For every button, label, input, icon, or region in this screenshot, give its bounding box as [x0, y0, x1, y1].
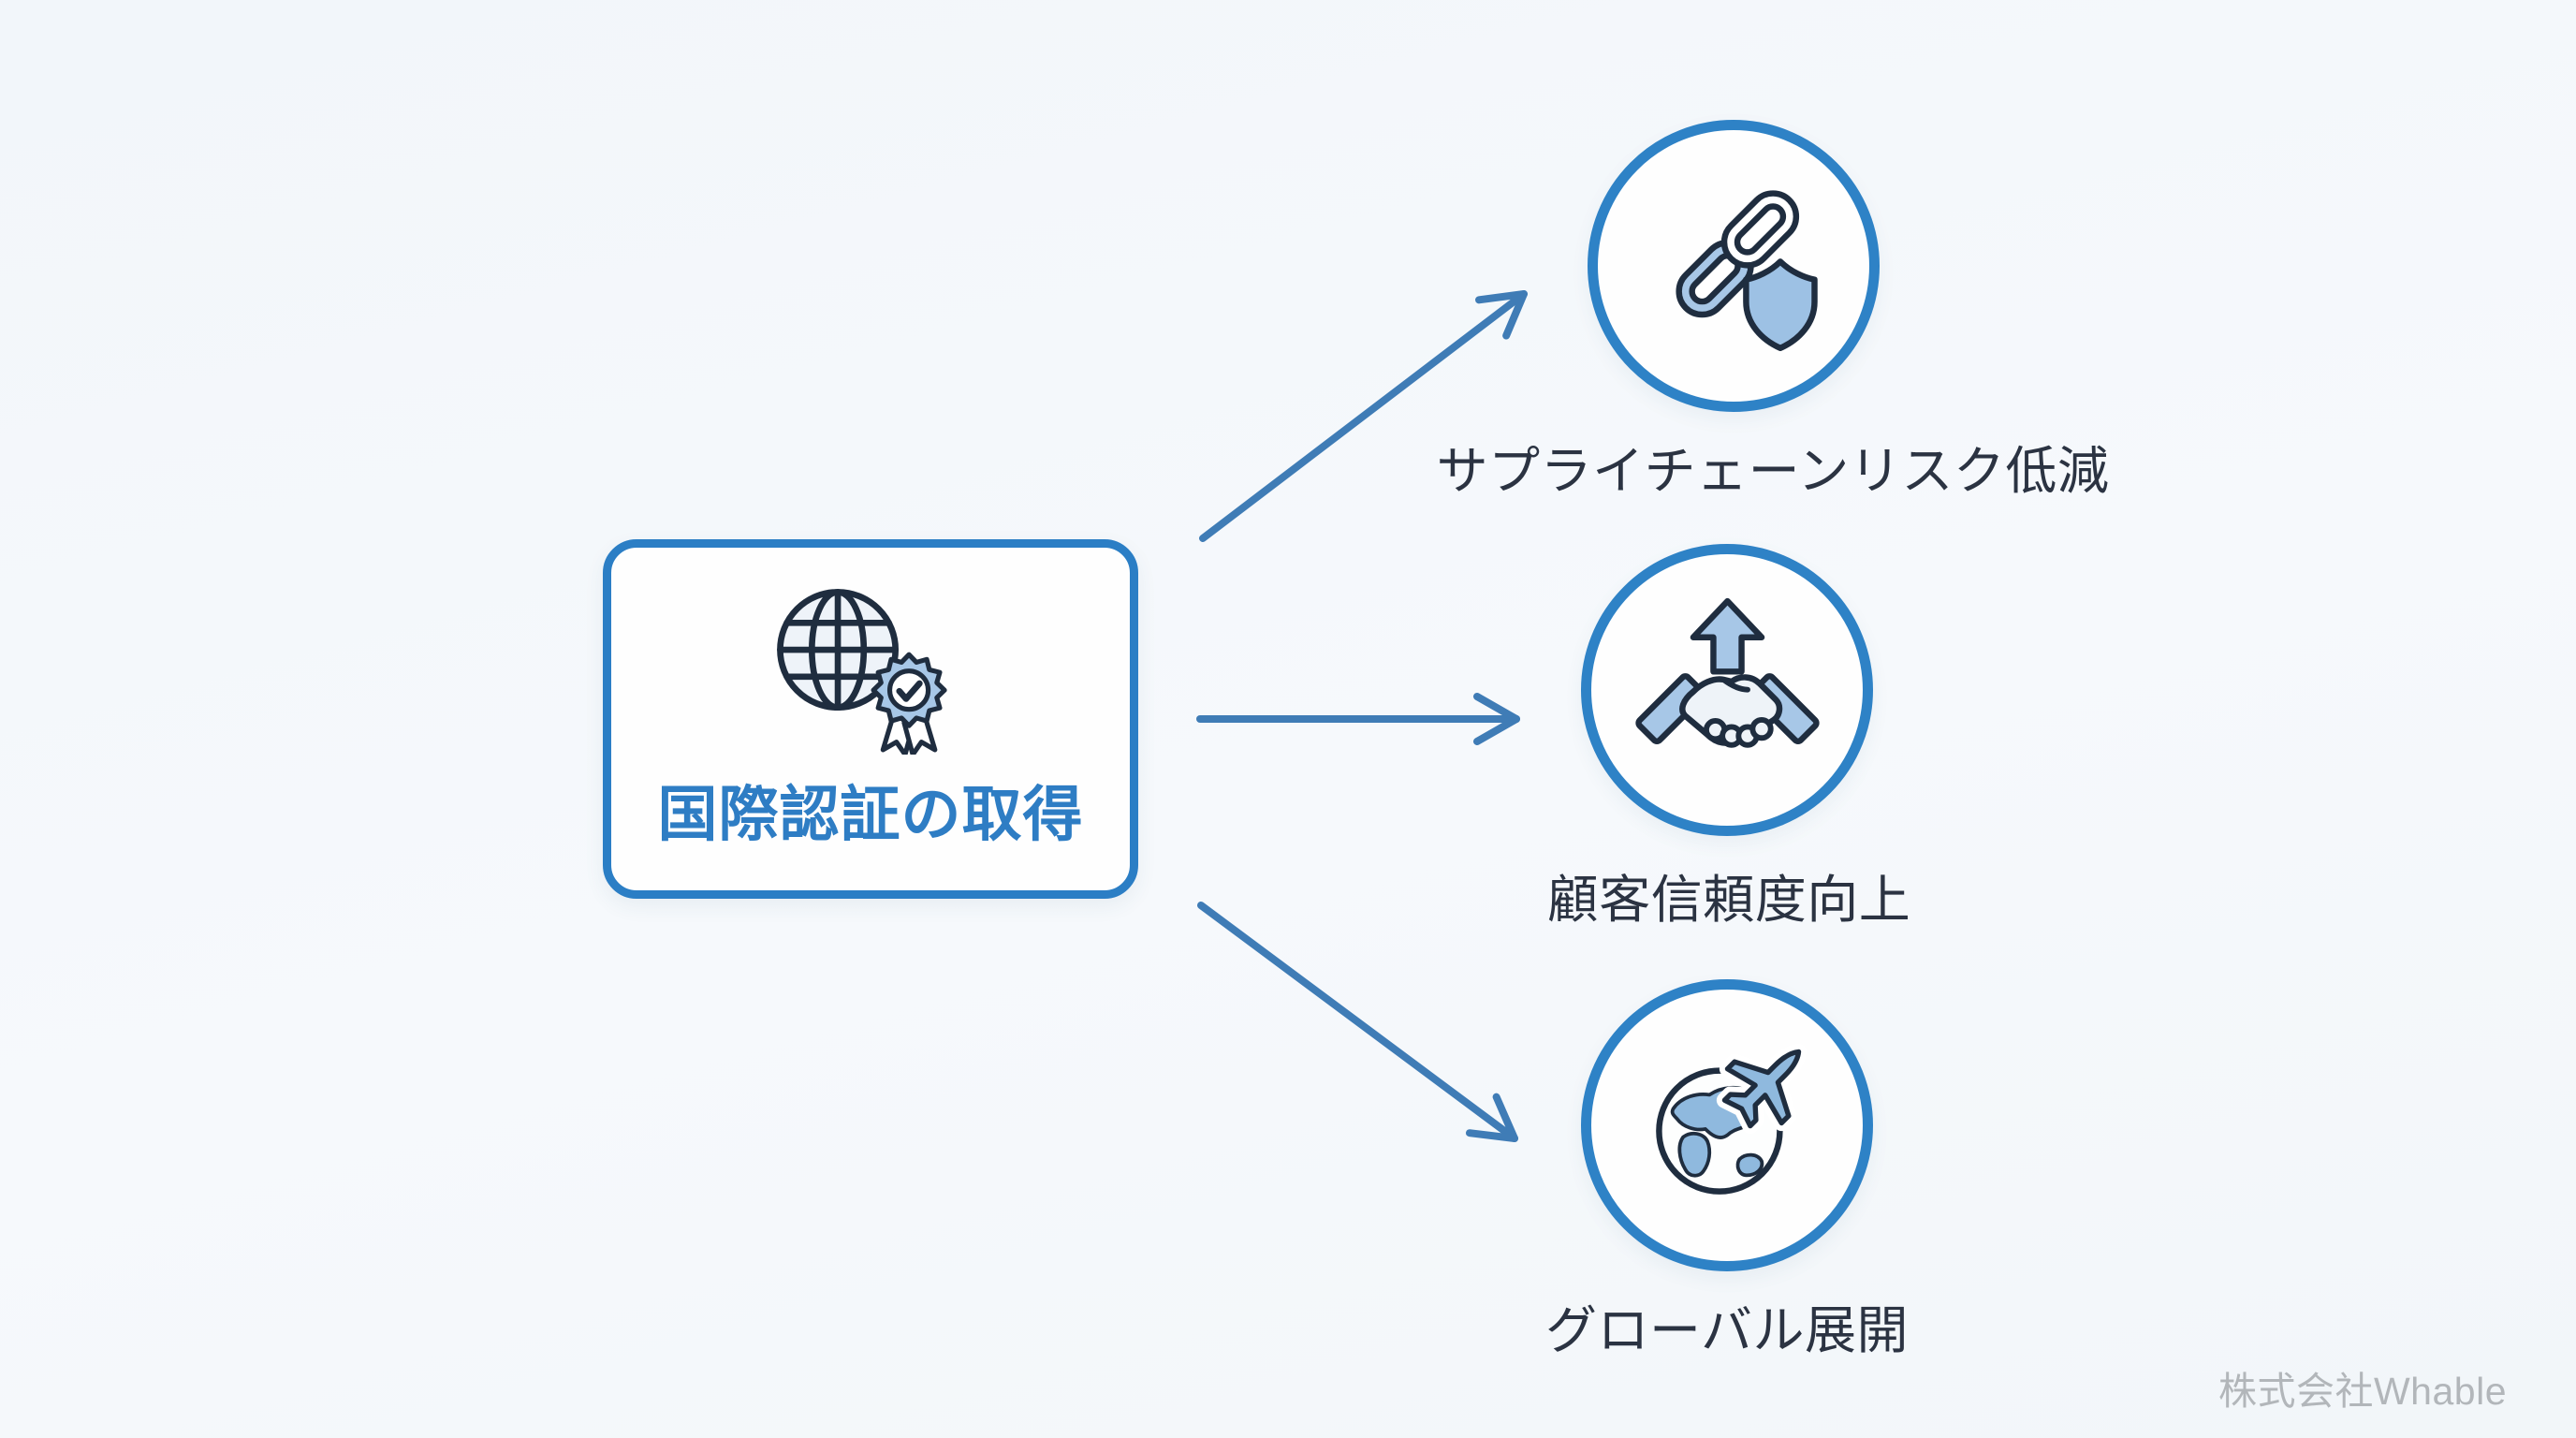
globe-certificate-icon [761, 585, 981, 755]
arrow-to-supply-chain [1199, 290, 1528, 542]
label-supply-chain: サプライチェーンリスク低減 [1436, 442, 2110, 500]
center-node-title: 国際認証の取得 [657, 781, 1084, 848]
benefit-node-supply-chain [1588, 120, 1880, 412]
benefit-node-global-expansion [1581, 979, 1873, 1271]
arrow-to-global-expansion [1197, 902, 1518, 1142]
label-global-expansion: グローバル展開 [1545, 1301, 1909, 1359]
label-customer-trust: 顧客信頼度向上 [1546, 871, 1911, 929]
handshake-growth-icon [1627, 587, 1828, 793]
benefit-node-customer-trust [1581, 544, 1873, 836]
chain-shield-icon [1633, 163, 1835, 369]
globe-airplane-icon [1627, 1022, 1828, 1228]
center-node-certification: 国際認証の取得 [603, 539, 1138, 899]
company-watermark: 株式会社Whable [2217, 1370, 2507, 1413]
